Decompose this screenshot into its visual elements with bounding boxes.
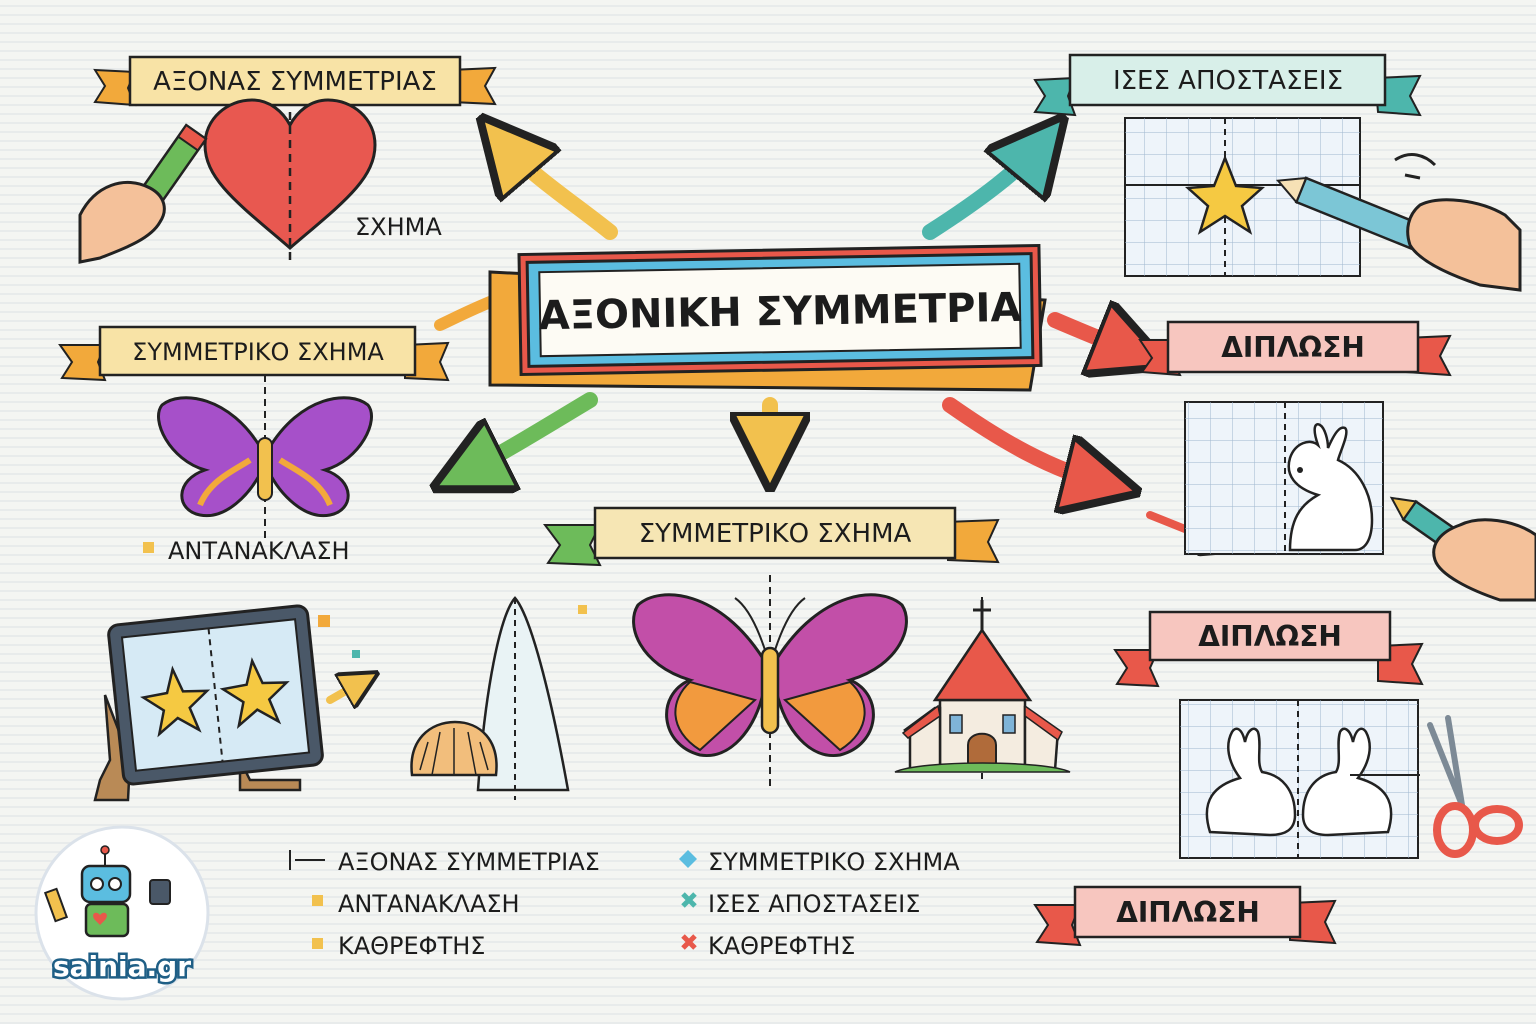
star-icon (140, 665, 211, 738)
banner-folding-2: ΔΙΠΛΩΣΗ (1113, 610, 1424, 688)
arrow-to-folding-1 (1047, 320, 1140, 355)
mirror-illustration (93, 604, 587, 802)
legend-item-equal-distances: ΙΣΕΣ ΑΠΟΣΤΑΣΕΙΣ (708, 890, 920, 918)
banner-folding-3: ΔΙΠΛΩΣΗ (1033, 885, 1337, 947)
logo: sainia.gr (34, 825, 210, 1001)
rabbit-icon (1205, 727, 1297, 837)
banner-folding-1-label: ΔΙΠΛΩΣΗ (1221, 331, 1365, 364)
axis-caption: ΣΧΗΜΑ (355, 213, 442, 241)
arrow-to-symmetric-left-bottom (460, 392, 598, 475)
butterfly-icon (157, 396, 264, 518)
butterfly-illustration-center (632, 575, 908, 790)
hand-icon (1406, 198, 1522, 292)
hand-icon (1432, 518, 1536, 602)
robot-icon (43, 845, 171, 938)
legend-item-axis: ΑΞΟΝΑΣ ΣΥΜΜΕΤΡΙΑΣ (338, 848, 600, 876)
legend-item-symmetric-shape: ΣΥΜΜΕΤΡΙΚΟ ΣΧΗΜΑ (708, 848, 960, 876)
banner-equal-distances: ΙΣΕΣ ΑΠΟΣΤΑΣΕΙΣ (1033, 53, 1422, 117)
legend-item-mirror-2: ΚΑΘΡΕΦΤΗΣ (708, 932, 855, 960)
star-icon (1184, 154, 1266, 235)
banner-axis: ΑΞΟΝΑΣ ΣΥΜΜΕΤΡΙΑΣ (93, 55, 497, 107)
banner-folding-3-label: ΔΙΠΛΩΣΗ (1116, 896, 1260, 929)
rabbit-icon (1301, 727, 1393, 837)
legend: ΑΞΟΝΑΣ ΣΥΜΜΕΤΡΙΑΣ ΑΝΤΑΝΑΚΛΑΣΗ ΚΑΘΡΕΦΤΗΣ … (289, 848, 960, 960)
arrow-to-equal-distances (922, 140, 1045, 240)
legend-item-reflection: ΑΝΤΑΝΑΚΛΑΣΗ (338, 890, 520, 918)
banner-axis-label: ΑΞΟΝΑΣ ΣΥΜΜΕΤΡΙΑΣ (153, 67, 437, 97)
banner-symmetric-center: ΣΥΜΜΕΤΡΙΚΟ ΣΧΗΜΑ (543, 506, 1000, 567)
banner-folding-2-label: ΔΙΠΛΩΣΗ (1198, 620, 1342, 653)
arrow-to-folding-2 (942, 397, 1110, 485)
banner-symmetric-left: ΣΥΜΜΕΤΡΙΚΟ ΣΧΗΜΑ (58, 325, 450, 382)
star-grid-illustration (1124, 117, 1522, 292)
central-title: ΑΞΟΝΙΚΗ ΣΥΜΜΕΤΡΙΑ (538, 285, 1021, 339)
banner-equal-distances-label: ΙΣΕΣ ΑΠΟΣΤΑΣΕΙΣ (1113, 66, 1343, 96)
folding-grid-2 (1179, 699, 1523, 859)
arrow-to-symmetric-left (434, 294, 501, 331)
shell-and-cone-illustration (410, 596, 570, 800)
church-icon (894, 597, 1071, 780)
central-topic: ΑΞΟΝΙΚΗ ΣΥΜΜΕΤΡΙΑ (488, 243, 1047, 392)
heart-illustration: ΣΧΗΜΑ (78, 98, 442, 264)
star-icon (219, 657, 290, 730)
legend-item-mirror: ΚΑΘΡΕΦΤΗΣ (338, 932, 485, 960)
banner-folding-1: ΔΙΠΛΩΣΗ (1138, 320, 1452, 377)
logo-text: sainia.gr (53, 950, 191, 983)
rabbit-icon (1287, 423, 1374, 552)
scissors-icon (1427, 715, 1523, 858)
butterfly-illustration-left: ΑΝΤΑΝΑΚΛΑΣΗ (143, 375, 373, 565)
reflection-caption: ΑΝΤΑΝΑΚΛΑΣΗ (168, 537, 350, 565)
mirror-icon (107, 604, 324, 786)
hand-icon (78, 180, 166, 264)
arrow-mirror-to-shell (326, 680, 365, 700)
banner-symmetric-center-label: ΣΥΜΜΕΤΡΙΚΟ ΣΧΗΜΑ (639, 519, 912, 549)
folding-grid-1 (1184, 401, 1536, 602)
banner-symmetric-left-label: ΣΥΜΜΕΤΡΙΚΟ ΣΧΗΜΑ (132, 338, 384, 366)
arrow-to-axis (500, 140, 618, 240)
connector-arrows (326, 140, 1225, 700)
